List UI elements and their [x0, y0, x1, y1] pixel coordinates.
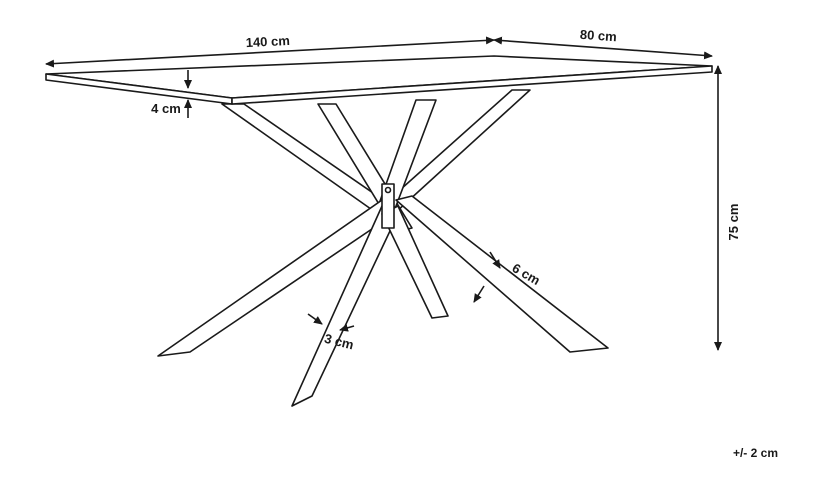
tolerance-note: +/- 2 cm	[733, 446, 778, 460]
leg-width-arrow-a	[489, 251, 501, 269]
length-label: 140 cm	[245, 33, 290, 50]
top-edge-right	[231, 65, 713, 105]
table-top	[45, 55, 713, 105]
height-label: 75 cm	[726, 204, 741, 241]
leg-thickness-arrow-b	[339, 323, 355, 332]
thickness-label: 4 cm	[151, 101, 181, 116]
table-legs	[157, 89, 609, 407]
center-bracket	[381, 183, 395, 229]
length-dimension-line	[45, 36, 495, 68]
leg-thickness-arrow-a	[307, 313, 323, 325]
leg-front-right	[395, 195, 609, 353]
leg-thickness-label: 3 cm	[323, 331, 355, 353]
leg-width-arrow-b	[473, 285, 485, 303]
width-dimension-line	[493, 36, 713, 60]
width-label: 80 cm	[579, 27, 617, 45]
bracket-bolt	[384, 186, 392, 194]
